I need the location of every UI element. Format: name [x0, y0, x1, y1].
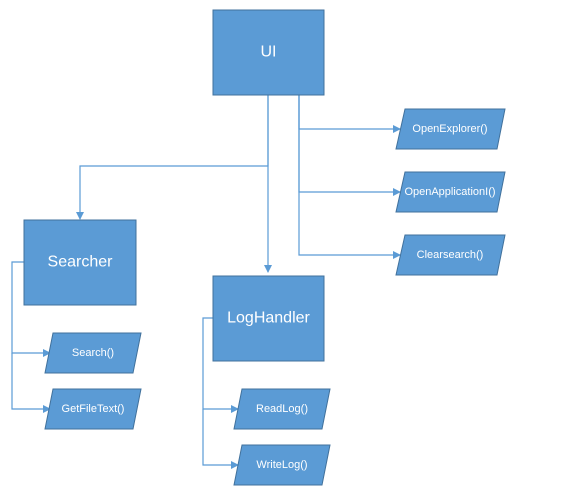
- node-loghandler-label: LogHandler: [227, 310, 310, 327]
- node-loghandler-shape: [212, 275, 325, 362]
- method-search-shape: [44, 332, 142, 374]
- method-write-log: WriteLog(): [233, 444, 331, 486]
- edge-ui-clearsearch: [298, 95, 401, 259]
- node-ui: UI: [212, 9, 325, 96]
- method-open-explorer-label: OpenExplorer(): [412, 123, 487, 135]
- method-clearsearch-shape: [395, 234, 506, 276]
- method-get-file-text-shape: [44, 388, 142, 430]
- edge-ui-openapplication: [298, 95, 401, 196]
- connectors: [11, 95, 401, 469]
- edge-loghandler-readlog: [202, 317, 239, 413]
- edge-searcher-getfiletext: [11, 353, 51, 413]
- method-clearsearch: Clearsearch(): [395, 234, 506, 276]
- method-open-explorer: OpenExplorer(): [395, 108, 506, 150]
- method-search-label: Search(): [72, 347, 114, 359]
- node-ui-shape: [212, 9, 325, 96]
- node-loghandler: LogHandler: [212, 275, 325, 362]
- method-open-application-shape: [395, 171, 506, 213]
- edge-ui-openexplorer: [298, 95, 401, 133]
- node-ui-label: UI: [261, 44, 277, 61]
- method-get-file-text: GetFileText(): [44, 388, 142, 430]
- method-open-application-label: OpenApplicationI(): [404, 186, 495, 198]
- method-open-explorer-shape: [395, 108, 506, 150]
- node-searcher-shape: [23, 219, 137, 306]
- method-write-log-shape: [233, 444, 331, 486]
- method-read-log: ReadLog(): [233, 388, 331, 430]
- method-search: Search(): [44, 332, 142, 374]
- method-read-log-label: ReadLog(): [256, 403, 308, 415]
- method-open-application: OpenApplicationI(): [395, 171, 506, 213]
- edge-ui-searcher: [76, 95, 269, 220]
- method-write-log-label: WriteLog(): [256, 459, 307, 471]
- method-get-file-text-label: GetFileText(): [62, 403, 125, 415]
- edge-searcher-search: [11, 261, 51, 357]
- method-read-log-shape: [233, 388, 331, 430]
- edge-loghandler-writelog: [202, 409, 239, 469]
- node-searcher-label: Searcher: [48, 254, 114, 271]
- node-searcher: Searcher: [23, 219, 137, 306]
- method-clearsearch-label: Clearsearch(): [417, 249, 484, 261]
